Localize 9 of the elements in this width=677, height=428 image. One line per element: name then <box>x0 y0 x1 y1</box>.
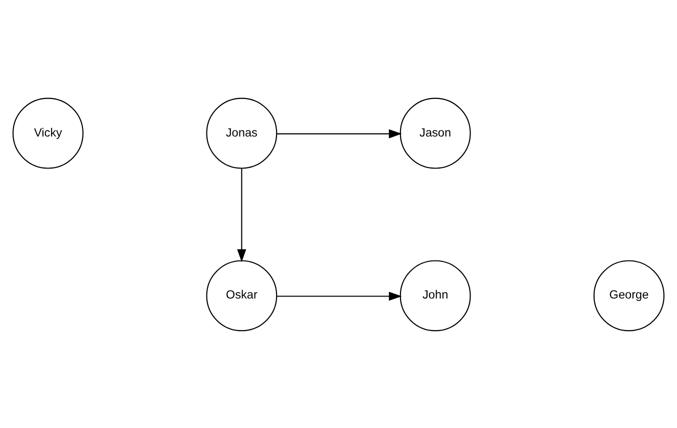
node-circle: John <box>400 260 471 331</box>
arrow <box>237 168 246 262</box>
node-circle: Vicky <box>12 97 84 168</box>
arrow <box>276 291 402 300</box>
node-circle: George <box>593 260 664 331</box>
node-circle: Jonas <box>206 97 278 168</box>
arrow <box>276 128 402 138</box>
node-circle: Jason <box>400 97 471 168</box>
node-circle: Oskar <box>206 260 278 331</box>
